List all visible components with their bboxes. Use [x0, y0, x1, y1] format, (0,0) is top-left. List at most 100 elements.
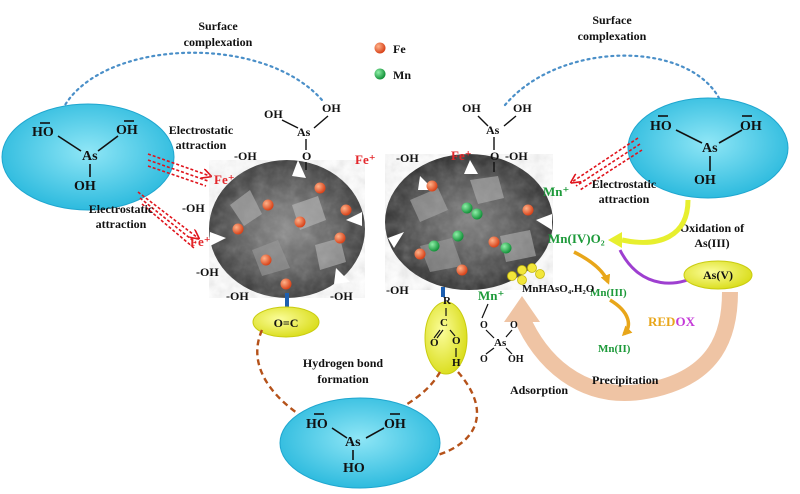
precipitation-arrow: [514, 291, 738, 402]
fe-dot: [488, 236, 500, 248]
electrostatic-arrows-left: [137, 153, 210, 249]
svg-text:OH: OH: [740, 119, 762, 134]
svg-text:As: As: [702, 141, 718, 156]
surface-complexation-arc-right: [503, 54, 722, 107]
fe-legend-label: Fe: [393, 42, 406, 56]
reduction-arrow-mn2: [609, 298, 633, 337]
svg-text:-OH: -OH: [182, 201, 205, 215]
fe-dot: [426, 180, 438, 192]
svg-text:HO: HO: [343, 461, 365, 476]
arsenate-bound-mn: O As O O OH: [480, 303, 524, 365]
svg-text:O: O: [302, 149, 311, 163]
svg-text:OH: OH: [264, 107, 283, 121]
mn-dot: [452, 230, 464, 242]
svg-text:-OH: -OH: [386, 283, 409, 297]
arsenite-complex-particle-2: OH OH As O: [462, 101, 532, 172]
mn-dot: [500, 242, 512, 254]
svg-text:As(V): As(V): [703, 268, 733, 282]
fe-legend-dot: [374, 42, 386, 54]
legend: Fe Mn: [374, 42, 411, 82]
svg-text:-OH: -OH: [396, 151, 419, 165]
svg-text:As: As: [486, 123, 500, 137]
svg-text:OH: OH: [322, 101, 341, 115]
mn-legend-dot: [374, 68, 386, 80]
svg-text:OH: OH: [116, 123, 138, 138]
svg-text:OH: OH: [694, 173, 716, 188]
arsenite-molecule-bottom: HO OH As HO: [279, 397, 441, 489]
svg-text:O: O: [480, 354, 488, 365]
svg-text:-OH: -OH: [505, 149, 528, 163]
surface-complexation-arc-left: [58, 51, 324, 117]
mn3-label: Mn(III): [590, 287, 627, 299]
svg-text:C: C: [440, 317, 448, 329]
mnhaso4-precipitate: MnHAsO₄.H₂O: [507, 263, 595, 295]
svg-text:HO: HO: [650, 119, 672, 134]
svg-text:OH: OH: [513, 101, 532, 115]
svg-text:HO: HO: [32, 125, 54, 140]
svg-text:-OH: -OH: [330, 289, 353, 303]
surface-hydroxyls: -OH -OH -OH -OH -OH -OH -OH -OH: [182, 149, 528, 303]
arsenite-complex-particle-1: OH OH As O: [264, 101, 341, 170]
carboxyl-group: R C O O H: [424, 287, 468, 375]
svg-text:OH: OH: [384, 417, 406, 432]
svg-text:MnHAsO₄.H₂O: MnHAsO₄.H₂O: [522, 283, 595, 295]
fe-plus-label: Fe⁺: [190, 234, 211, 249]
svg-text:O: O: [452, 335, 461, 347]
mn-dot: [428, 240, 440, 252]
adsorption-label: Adsorption: [510, 383, 568, 397]
hbond-curve-middle: [391, 371, 442, 414]
svg-text:As: As: [345, 435, 361, 450]
fe-dot: [262, 199, 274, 211]
mn4-o2-label: Mn(IV)O₂: [548, 231, 605, 246]
svg-text:As: As: [82, 149, 98, 164]
mn2-label: Mn(II): [598, 343, 631, 355]
fe-plus-label: Fe⁺: [355, 152, 376, 167]
fe-dot: [522, 204, 534, 216]
reduction-arrow-mn3: [573, 250, 611, 285]
svg-text:H: H: [452, 357, 461, 369]
electrostatic-arrows-right: [572, 137, 643, 191]
arsenite-molecule-left: HO OH As OH: [1, 103, 175, 211]
mn-plus-label: Mn⁺: [543, 184, 569, 199]
arsenate-node: As(V): [683, 260, 753, 290]
svg-text:OH: OH: [462, 101, 481, 115]
svg-text:-OH: -OH: [226, 289, 249, 303]
fe-dot: [314, 182, 326, 194]
svg-text:O: O: [480, 320, 488, 331]
svg-text:As: As: [297, 125, 311, 139]
fe-dot: [280, 278, 292, 290]
mn-dot: [461, 202, 473, 214]
svg-text:O=C: O=C: [274, 316, 299, 330]
sem-particle-fe: [209, 160, 365, 298]
svg-text:HO: HO: [306, 417, 328, 432]
svg-text:-OH: -OH: [234, 149, 257, 163]
svg-text:O: O: [490, 149, 499, 163]
hbond-curve-right: [391, 371, 479, 464]
sem-particle-fe-mn: [385, 154, 553, 290]
fe-dot: [414, 248, 426, 260]
fe-dot: [294, 216, 306, 228]
svg-text:-OH: -OH: [196, 265, 219, 279]
svg-text:OH: OH: [74, 179, 96, 194]
svg-text:O: O: [430, 337, 439, 349]
svg-text:OH: OH: [508, 354, 524, 365]
fe-dot: [232, 223, 244, 235]
svg-text:R: R: [443, 295, 452, 307]
mn-dot: [471, 208, 483, 220]
fe-dot: [334, 232, 346, 244]
oxidation-arrow: [621, 199, 691, 245]
svg-text:O: O: [510, 320, 518, 331]
redox-label: REDOX: [648, 314, 696, 329]
fe-plus-label: Fe⁺: [214, 172, 235, 187]
fe-plus-label: Fe⁺: [451, 148, 472, 163]
precipitation-label: Precipitation: [592, 373, 659, 387]
arsenite-molecule-right: HO OH As OH: [627, 97, 789, 199]
